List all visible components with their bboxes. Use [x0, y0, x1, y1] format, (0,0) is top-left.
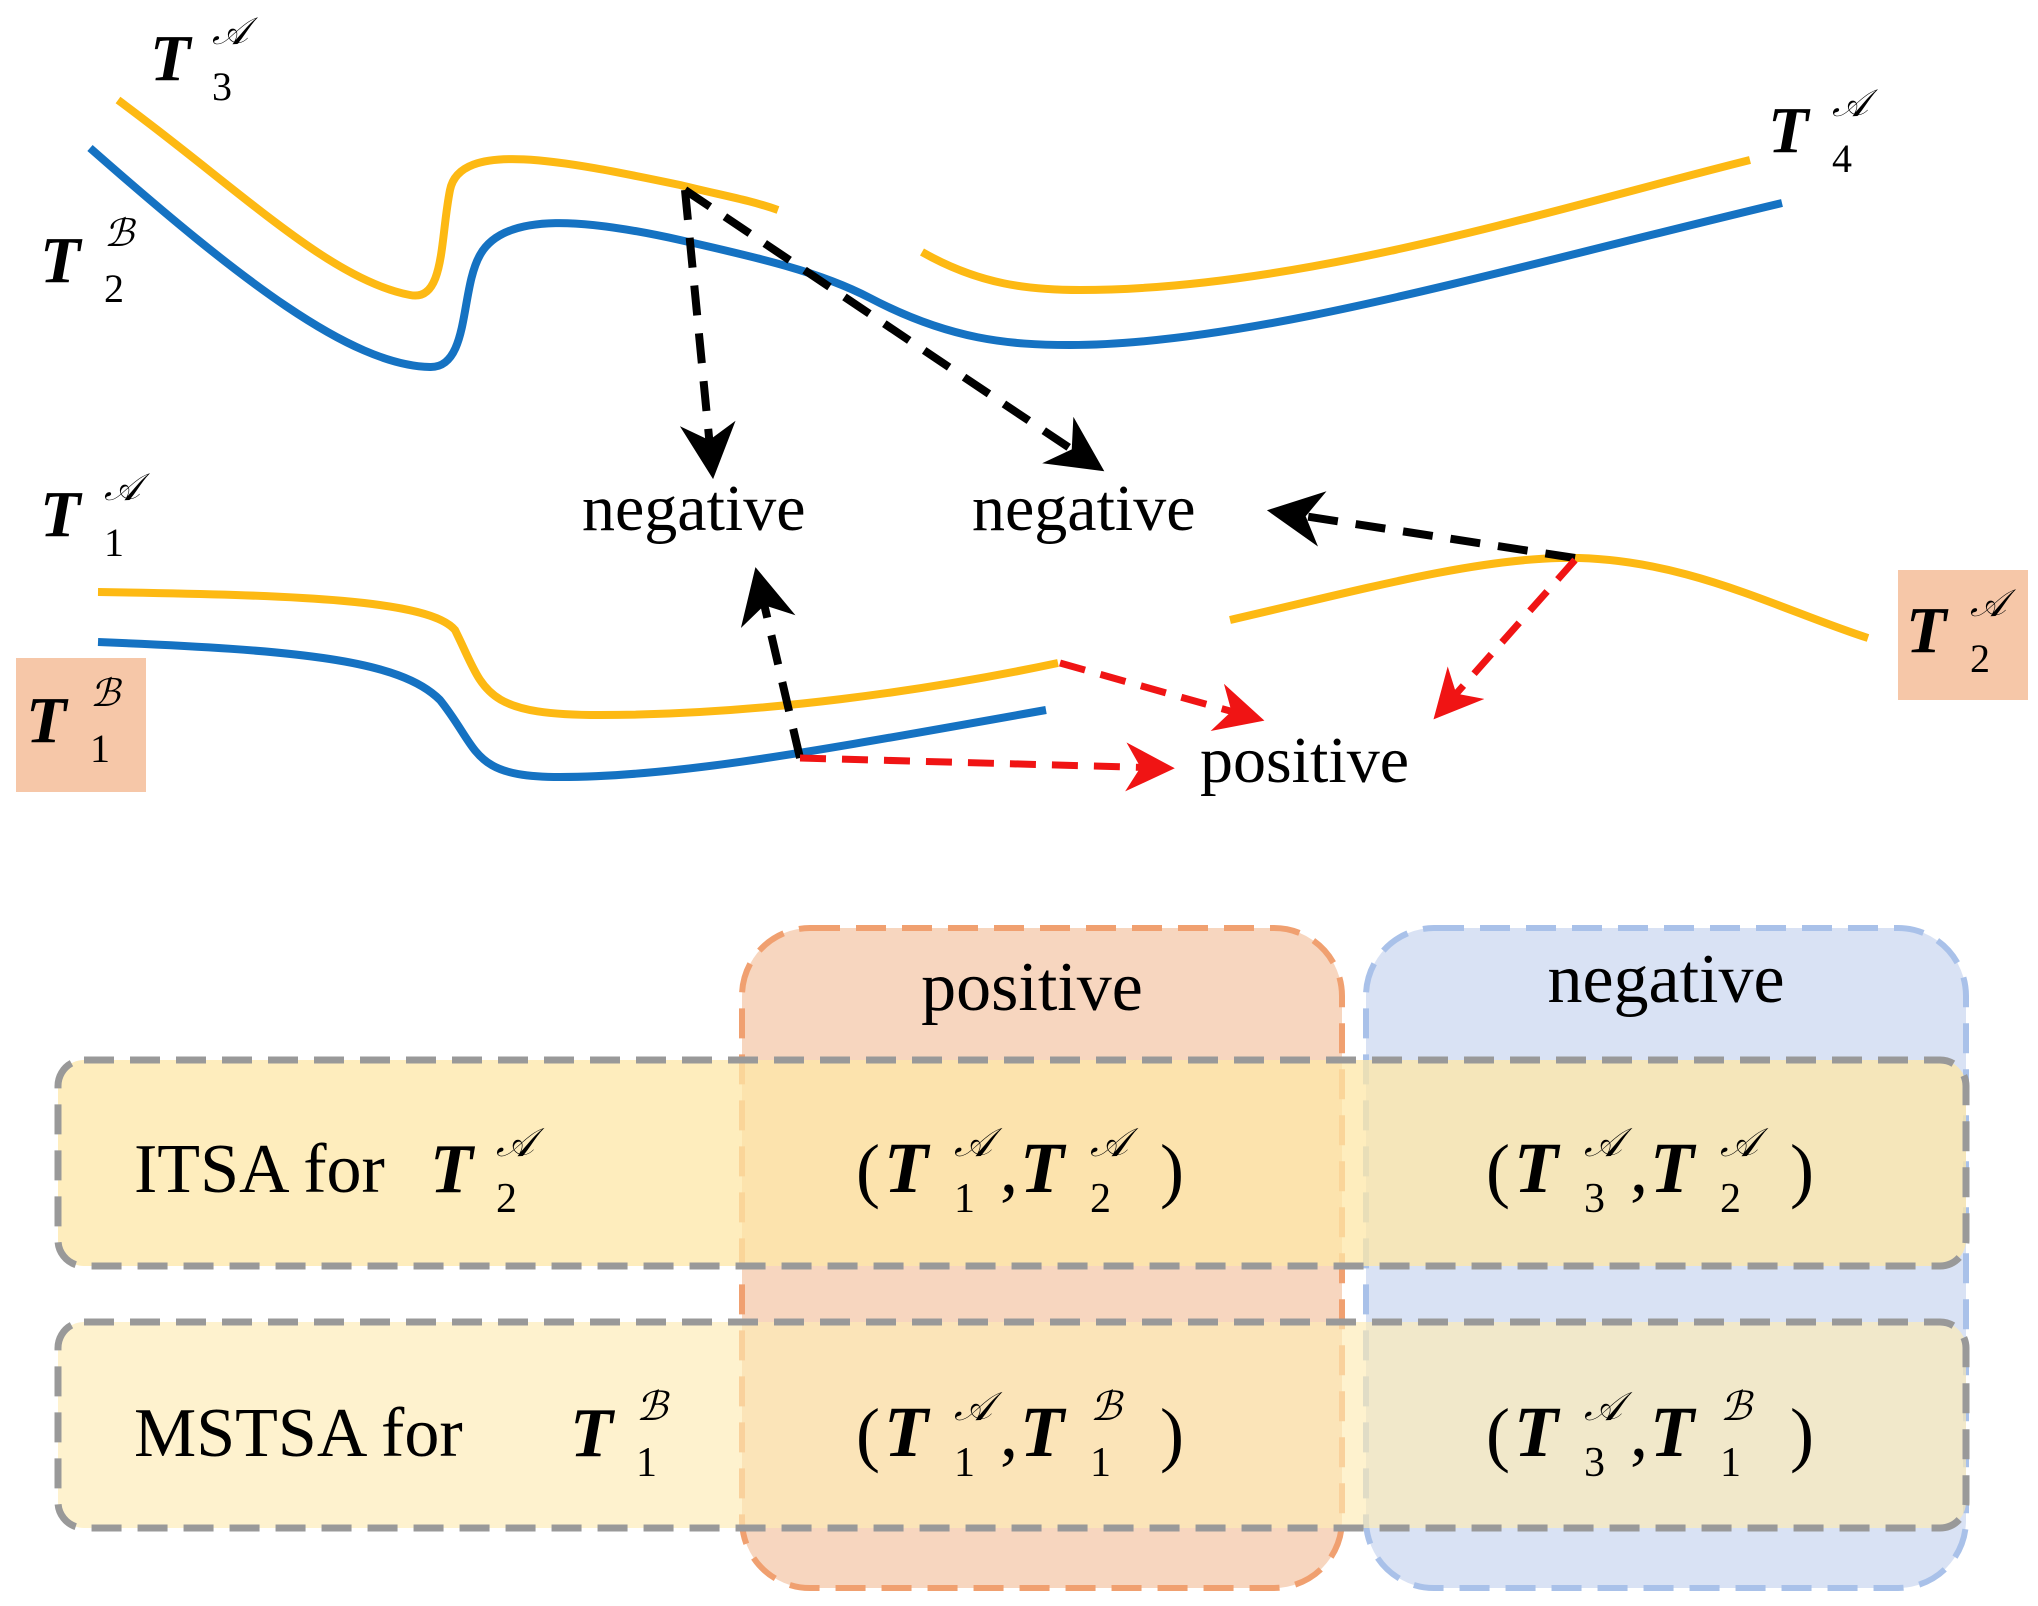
trajectory-t2a — [1229, 553, 1870, 642]
paren-open: ( — [1486, 1130, 1510, 1210]
trajectory-t1a — [97, 588, 1059, 720]
negative-arrow-3 — [740, 567, 804, 759]
row-itsa-positive-pair: ( T 𝒜 1 , T 𝒜 2 ) — [856, 1120, 1184, 1222]
trajectory-t1b — [97, 638, 1047, 782]
pair-left-base: T — [884, 1128, 931, 1208]
label-t1a-sup: 𝒜 — [104, 467, 151, 509]
trajectory-t4a — [920, 156, 1751, 295]
pair-right-sub: 2 — [1090, 1176, 1111, 1222]
label-t2b-sub: 2 — [104, 266, 124, 311]
pair-left-base: T — [1514, 1392, 1561, 1472]
trajectory-t3a — [115, 96, 780, 300]
pair-left-base: T — [884, 1392, 931, 1472]
paren-open: ( — [856, 1130, 880, 1210]
pair-right-base: T — [1650, 1392, 1697, 1472]
row-itsa-label: ITSA for T 𝒜 2 — [134, 1120, 545, 1222]
pair-right-sup: ℬ — [1720, 1384, 1754, 1429]
pair-right-sub: 2 — [1720, 1176, 1741, 1222]
label-negative-1: negative — [582, 472, 806, 545]
paren-close: ) — [1160, 1394, 1184, 1474]
pair-right-base: T — [1020, 1392, 1067, 1472]
label-positive: positive — [1200, 724, 1409, 797]
label-t4a-base: T — [1768, 94, 1811, 167]
label-t2a-sub: 2 — [1970, 636, 1990, 681]
negative-arrow-2 — [682, 186, 1105, 472]
paren-open: ( — [856, 1394, 880, 1474]
label-t1b-base: T — [26, 684, 69, 757]
pair-right-sub: 1 — [1720, 1440, 1741, 1486]
row-mstsa-label: MSTSA for T ℬ 1 — [134, 1384, 670, 1486]
paren-close: ) — [1160, 1130, 1184, 1210]
positive-arrow-2 — [799, 742, 1175, 792]
pair-right-sup: ℬ — [1090, 1384, 1124, 1429]
label-t4a: T 𝒜 4 — [1768, 83, 1879, 181]
label-t1a: T 𝒜 1 — [40, 467, 151, 565]
row-box-mstsa — [54, 1318, 1970, 1532]
t1b-highlight — [16, 658, 146, 792]
pair-left-sub: 3 — [1584, 1176, 1605, 1222]
row-mstsa-term-base: T — [570, 1395, 616, 1472]
row-itsa-term-base: T — [430, 1131, 476, 1208]
label-t2a-base: T — [1906, 594, 1949, 667]
row-mstsa-negative-pair: ( T 𝒜 3 , T ℬ 1 ) — [1486, 1384, 1814, 1486]
label-negative-2: negative — [972, 472, 1196, 545]
label-t3a-sup: 𝒜 — [212, 11, 259, 53]
label-t2b-base: T — [40, 224, 83, 297]
paren-open: ( — [1486, 1394, 1510, 1474]
label-t3a-base: T — [150, 22, 193, 95]
row-mstsa-term-sup: ℬ — [636, 1384, 670, 1429]
row-mstsa-term-sub: 1 — [636, 1440, 657, 1486]
label-t4a-sup: 𝒜 — [1832, 83, 1879, 125]
label-t3a: T 𝒜 3 — [150, 11, 259, 109]
pair-left-sub: 1 — [954, 1440, 975, 1486]
pair-left-base: T — [1514, 1128, 1561, 1208]
negative-arrow-4 — [1266, 491, 1576, 562]
pair-left-sub: 3 — [1584, 1440, 1605, 1486]
label-t2b: T ℬ 2 — [40, 213, 137, 311]
column-header-negative: negative — [1547, 941, 1784, 1018]
pair-comma: , — [1630, 1392, 1648, 1472]
row-itsa-term-sub: 2 — [496, 1176, 517, 1222]
row-box-itsa — [54, 1056, 1970, 1270]
pair-comma: , — [1000, 1392, 1018, 1472]
row-mstsa-label-text: MSTSA for — [134, 1395, 463, 1472]
pair-right-base: T — [1020, 1128, 1067, 1208]
pair-left-sub: 1 — [954, 1176, 975, 1222]
row-itsa-label-text: ITSA for — [134, 1131, 385, 1208]
label-t1a-base: T — [40, 478, 83, 551]
label-t3a-sub: 3 — [212, 64, 232, 109]
label-t2b-sup: ℬ — [104, 213, 137, 255]
label-t1b: T ℬ 1 — [26, 673, 123, 771]
label-t1b-sub: 1 — [90, 726, 110, 771]
row-mstsa-positive-pair: ( T 𝒜 1 , T ℬ 1 ) — [856, 1384, 1184, 1486]
negative-arrow-1 — [679, 189, 736, 480]
positive-arrow-3 — [1433, 557, 1578, 720]
label-t1a-sub: 1 — [104, 520, 124, 565]
column-header-positive: positive — [921, 949, 1143, 1026]
label-t4a-sub: 4 — [1832, 136, 1852, 181]
label-t1b-sup: ℬ — [90, 673, 123, 715]
t2a-highlight — [1898, 570, 2028, 700]
pair-comma: , — [1630, 1128, 1648, 1208]
pair-comma: , — [1000, 1128, 1018, 1208]
paren-close: ) — [1790, 1394, 1814, 1474]
pair-right-sub: 1 — [1090, 1440, 1111, 1486]
positive-arrow-1 — [1059, 659, 1265, 731]
trajectory-t2b — [87, 144, 1783, 372]
paren-close: ) — [1790, 1130, 1814, 1210]
pair-right-base: T — [1650, 1128, 1697, 1208]
